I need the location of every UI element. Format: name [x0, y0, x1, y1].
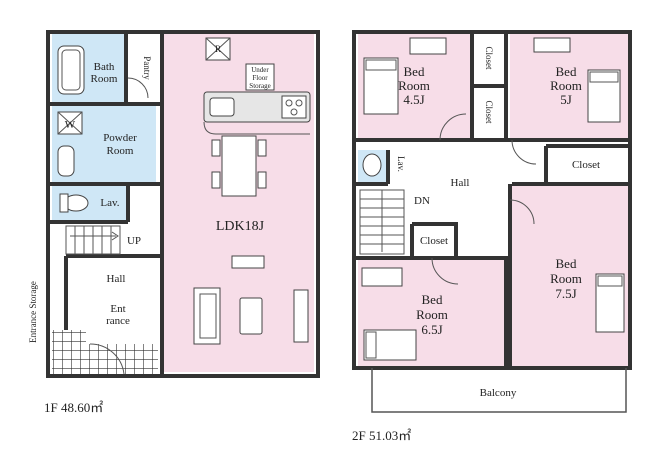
chair-icon — [211, 139, 221, 157]
washer-cross — [57, 111, 83, 135]
pillow-icon — [597, 275, 623, 287]
entrance-tiles-right — [86, 344, 158, 374]
bath-room-label-1: Bath — [94, 61, 115, 73]
shelf-icon — [293, 289, 309, 343]
sofa-seat — [199, 293, 217, 339]
bed4-door-swing — [431, 257, 459, 285]
under-floor-label-3: Storage — [249, 82, 270, 90]
entrance-door-swing — [89, 343, 125, 375]
pantry-door-swing — [127, 77, 149, 99]
bed3-door-swing — [509, 199, 535, 225]
up-label: UP — [127, 235, 141, 247]
bed1-door-swing — [439, 113, 467, 141]
bed1-label-1: Bed — [404, 64, 425, 79]
bed-icon — [595, 273, 625, 333]
closet-a-label: Closet — [484, 46, 494, 70]
chair-icon — [257, 139, 267, 157]
pillow-icon — [365, 59, 397, 71]
bed4-label-1: Bed — [422, 292, 443, 307]
floor-2: Bed Room 4.5J Bed Room 5J Closet Closet … — [352, 30, 632, 443]
entrance-label-1: Ent — [110, 303, 125, 315]
balcony-label: Balcony — [480, 387, 517, 399]
desk-icon — [533, 37, 571, 53]
under-floor-box — [245, 63, 275, 91]
bed3-label-1: Bed — [556, 256, 577, 271]
bed1-label-3: 4.5J — [403, 92, 424, 107]
entrance-label-2: rance — [106, 315, 130, 327]
hall-label-2f: Hall — [451, 177, 470, 189]
entrance-storage-label: Entrance Storage — [28, 281, 38, 343]
bathtub — [57, 45, 85, 95]
floor1-caption: 1F 48.60㎡ — [44, 400, 103, 415]
under-floor-label-2: Floor — [252, 74, 268, 82]
stairs-2f — [359, 189, 405, 255]
burner-icon — [295, 99, 303, 107]
toilet-tank-1f — [59, 193, 69, 213]
bed-icon — [363, 329, 417, 361]
closet-b-label: Closet — [484, 100, 494, 124]
bed2-label-2: Room — [550, 78, 582, 93]
bed2-label-3: 5J — [560, 92, 572, 107]
chair-icon — [211, 171, 221, 189]
desk-icon — [361, 267, 403, 287]
stove-icon — [281, 95, 307, 119]
bathtub-inner — [61, 49, 81, 91]
closet-c-label: Closet — [572, 159, 600, 171]
bed-icon — [587, 69, 621, 123]
bath-room-label-2: Room — [91, 73, 118, 85]
desk-icon — [409, 37, 447, 55]
toilet-2f — [362, 153, 382, 177]
stairs-1f — [65, 225, 121, 255]
closet-c-walls — [512, 144, 630, 186]
under-floor-label-1: Under — [251, 66, 269, 74]
bed2-door-swing — [511, 139, 537, 165]
counter-curve — [203, 121, 310, 135]
washer-label: W — [65, 119, 76, 131]
closet-d-walls — [410, 222, 458, 260]
lav-label-1f: Lav. — [100, 197, 119, 209]
skylight-cross — [205, 37, 231, 61]
powder-room-label-1: Powder — [103, 132, 137, 144]
kitchen-sink-icon — [209, 97, 235, 117]
floor-1: Bath Room Pantry W Powder Room Lav. UP H… — [28, 30, 320, 415]
pillow-icon — [365, 331, 377, 359]
entrance-tiles-left — [52, 330, 86, 374]
closet-d-label: Closet — [420, 235, 448, 247]
bed4-label-2: Room — [416, 307, 448, 322]
bed3-label-2: Room — [550, 271, 582, 286]
pantry-label: Pantry — [142, 56, 152, 80]
bed4-label-3: 6.5J — [421, 322, 442, 337]
bed1-label-2: Room — [398, 78, 430, 93]
pillow-icon — [589, 71, 619, 83]
chair-icon — [257, 171, 267, 189]
dn-label: DN — [414, 195, 430, 207]
ldk-label: LDK18J — [216, 219, 265, 234]
skylight-label: R — [215, 44, 221, 54]
coffee-table — [239, 297, 263, 335]
powder-sink — [57, 145, 75, 177]
balcony-outline — [371, 368, 627, 413]
ldk-fill — [164, 34, 314, 372]
burner-icon — [285, 99, 293, 107]
floor2-caption: 2F 51.03㎡ — [352, 428, 411, 443]
bed2-label-1: Bed — [556, 64, 577, 79]
powder-room-label-2: Room — [107, 145, 134, 157]
floor1-outer-wall — [46, 30, 320, 378]
tv-stand — [231, 255, 265, 269]
lav-label-2f: Lav. — [396, 156, 406, 172]
burner-icon — [290, 108, 298, 116]
bed-icon — [363, 57, 399, 115]
hall-label-1f: Hall — [107, 273, 126, 285]
dining-table — [221, 135, 257, 197]
bed3-label-3: 7.5J — [555, 286, 576, 301]
